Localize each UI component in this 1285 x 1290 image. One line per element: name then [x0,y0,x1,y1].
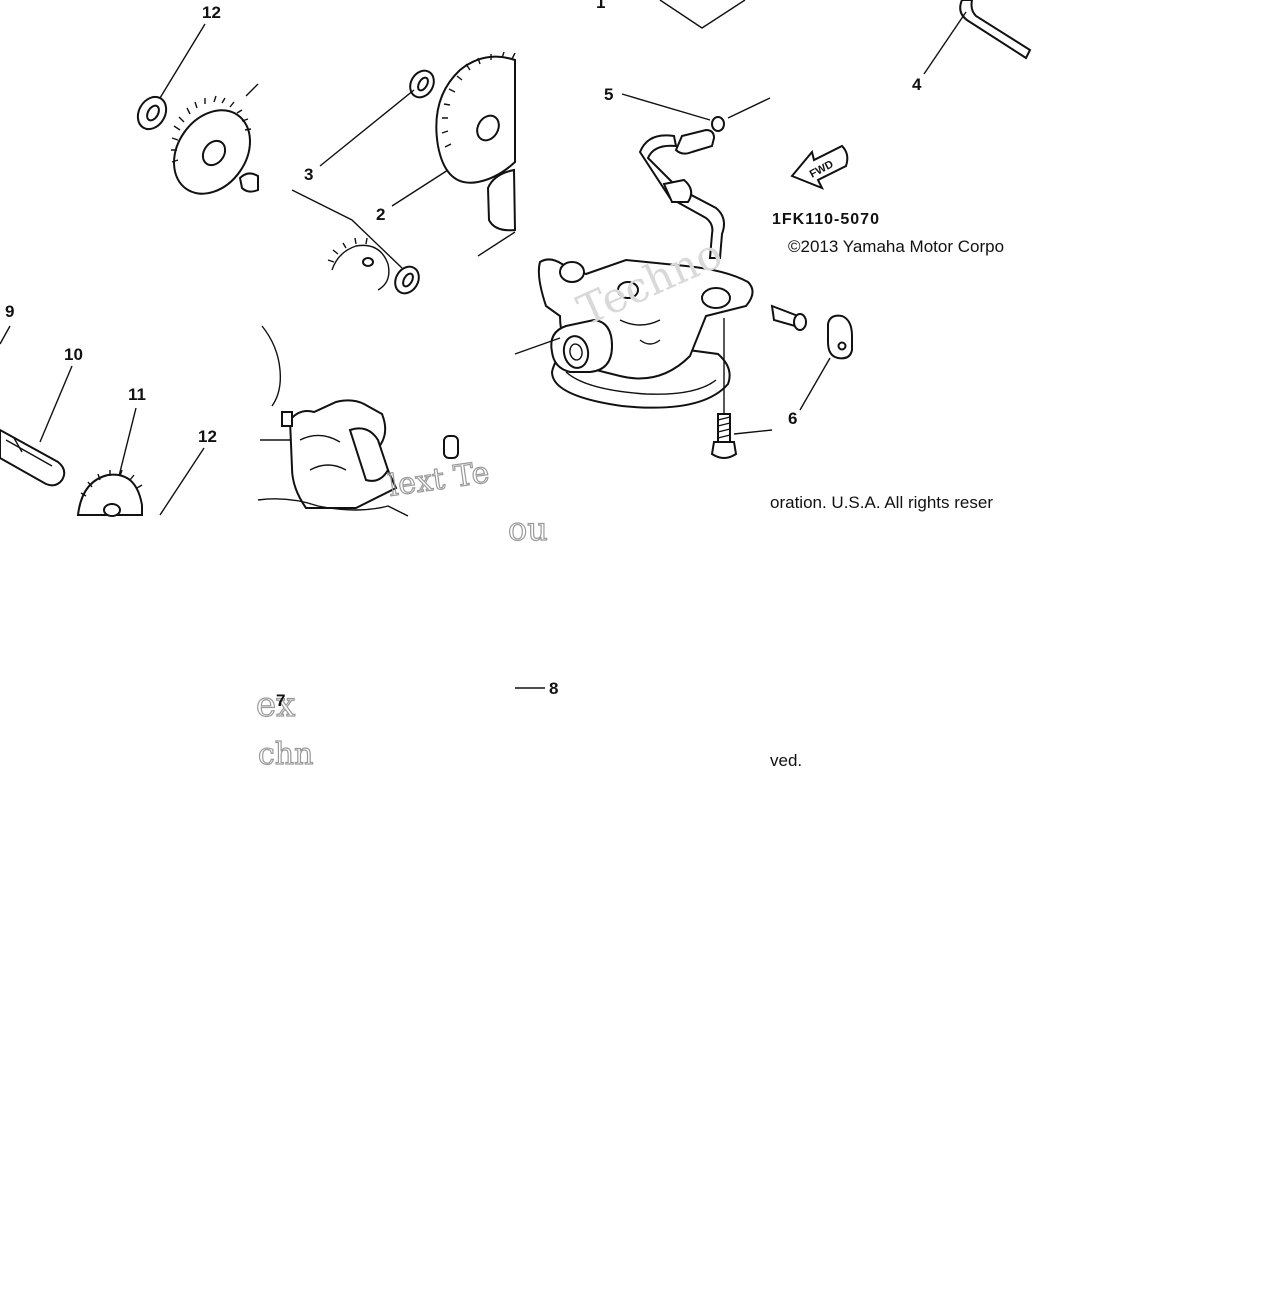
part-code: 1FK110-5070 [772,211,880,228]
leader-12-lower [159,447,205,516]
gasket-6 [827,314,853,360]
leader-10 [39,365,73,443]
shaft-stub-top [238,172,259,193]
copyright-line-2: oration. U.S.A. All rights reser [770,493,993,512]
gear-2 [435,51,516,184]
tile-bottom-fragments: ex 7 chn 8 ved. [255,679,802,773]
tile-top-right: 1 4 5 FWD 1FK110-5070 ©2013 Yamaha Motor… [596,0,1032,259]
oil-pump-housing-left [257,325,459,517]
callout-6: 6 [788,409,797,428]
leader-4 [923,11,967,75]
leader-11 [117,407,137,481]
callout-2: 2 [376,205,385,224]
callout-1: 1 [596,0,605,12]
o-ring-5 [711,116,725,132]
oil-pipe-4 [959,0,1032,60]
dowel-pin [770,304,807,331]
watermark-fragment-4: ex [256,685,295,725]
gear-11-top [171,83,259,195]
oil-delivery-pipe [638,128,725,259]
leader-3-bracket [291,189,403,269]
watermark-fragment-2: lext Te [386,455,491,504]
tile-mid-right: 6 Techno oration. U.S.A. All rights rese… [514,228,993,512]
leader-3 [319,89,415,167]
shaft-segment [486,168,517,232]
leader-5b [727,97,771,119]
callout-7: 7 [276,691,285,710]
watermark-fragment-5: chn [258,737,313,772]
callout-9: 9 [5,302,14,321]
leader-1 [659,0,746,29]
callout-5: 5 [604,85,613,104]
mounting-bolt [710,318,773,459]
leader-6 [799,357,831,411]
leader-12-top [159,23,206,99]
gear-small-lower [327,237,390,291]
leader-5 [621,93,711,121]
tile-top-left: 12 9 10 11 [0,3,259,517]
callout-12-lower: 12 [198,427,217,446]
callout-4: 4 [912,75,922,94]
leader-2 [391,169,449,207]
copyright-line-3: ved. [770,751,802,770]
watermark-fragment-3: ou [508,510,548,548]
leader-9 [0,325,11,345]
leader-segment [477,231,516,257]
callout-3: 3 [304,165,313,184]
forward-arrow-icon: FWD [790,144,849,190]
callout-10: 10 [64,345,83,364]
circlip-3-lower [394,265,420,295]
callout-11: 11 [128,385,146,404]
oil-pump-assembly [514,258,754,409]
washer-12-top [136,95,168,131]
callout-12-top: 12 [202,3,221,22]
gear-11-bottom [76,469,143,517]
circlip-3-top [409,69,435,99]
copyright-line-1: ©2013 Yamaha Motor Corpo [788,237,1004,256]
shaft-10 [0,428,66,487]
callout-8: 8 [549,679,558,698]
tile-top-center: 3 2 lext Te ou [257,51,548,549]
